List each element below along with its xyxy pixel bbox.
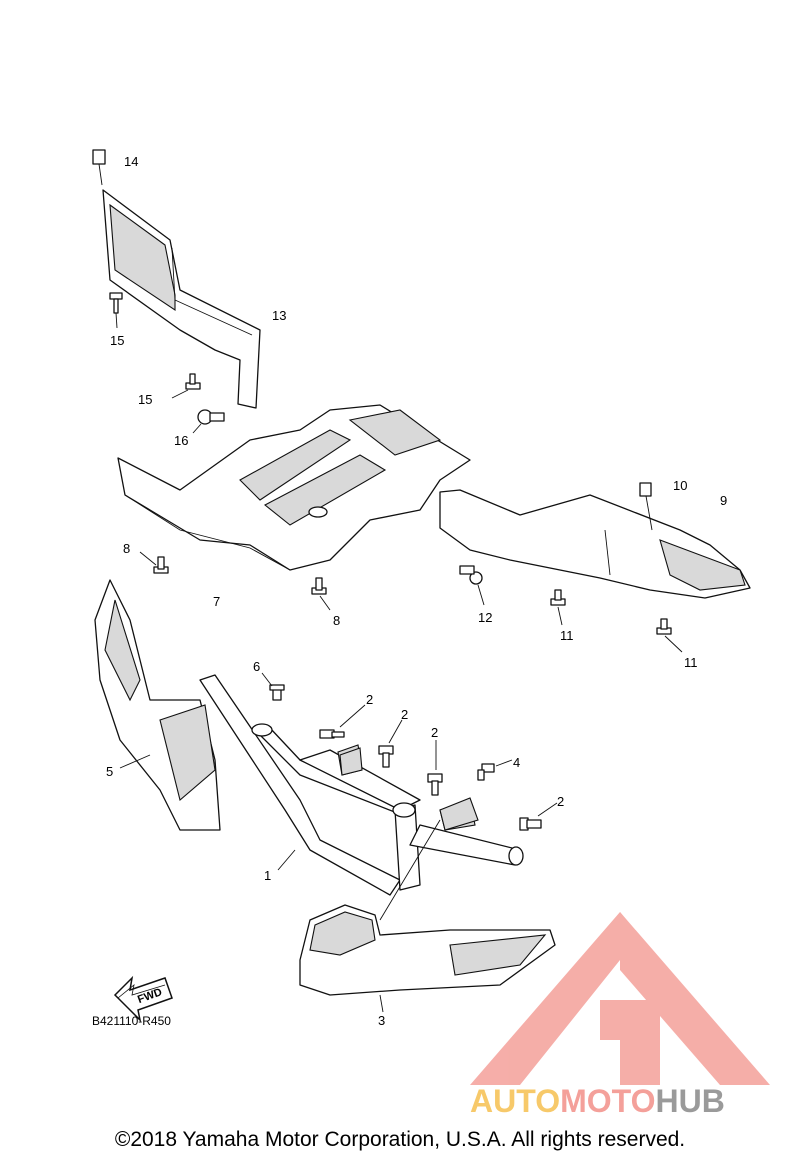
callout-2: 2 [401,707,408,722]
callout-13: 13 [272,308,286,323]
watermark-text-part-b: MOTO [560,1083,656,1119]
callout-16: 16 [174,433,188,448]
part-4-bolt [439,759,513,831]
callout-8: 8 [333,613,340,628]
part-14-clip [92,149,106,186]
watermark-text-part-c: HUB [655,1083,725,1119]
part-8-bolt-left [139,551,169,574]
part-11-bolt-right [656,618,683,653]
callout-8: 8 [123,541,130,556]
watermark-text-part-a: AUTO [470,1083,561,1119]
part-3-skid-pan [299,819,556,1013]
part-10-clip [639,482,653,531]
part-16-rivet [192,409,225,434]
part-2-bolt-c [427,740,443,796]
callout-15: 15 [138,392,152,407]
callout-12: 12 [478,610,492,625]
callout-3: 3 [378,1013,385,1028]
part-15-bolt-upper [109,292,123,329]
copyright-notice: ©2018 Yamaha Motor Corporation, U.S.A. A… [114,1128,686,1151]
callout-9: 9 [720,493,727,508]
part-2-bolt-b [378,719,403,768]
part-5-bumper-guard [94,579,221,831]
callout-1: 1 [264,868,271,883]
callout-14: 14 [124,154,138,169]
callout-2: 2 [366,692,373,707]
callout-15: 15 [110,333,124,348]
diagram-code: B421110-R450 [92,1014,171,1028]
callout-4: 4 [513,755,520,770]
callout-6: 6 [253,659,260,674]
part-7-skid-plate [117,404,471,571]
part-13-side-guard [102,189,261,409]
callout-11: 11 [560,628,574,643]
callout-10: 10 [673,478,687,493]
watermark-text: AUTOMOTOHUB [470,1083,725,1120]
callout-2: 2 [557,794,564,809]
callout-7: 7 [213,594,220,609]
callout-11: 11 [684,655,698,670]
callout-5: 5 [106,764,113,779]
part-2-bolt-a [319,704,366,776]
part-9-right-guard [439,489,751,599]
part-11-bolt-left [550,589,566,626]
part-6-bolt [261,672,285,701]
fwd-arrow-icon: FWD [113,975,173,1023]
part-2-bolt-d [519,802,558,831]
part-8-bolt-right [311,577,331,611]
watermark-logo [470,912,770,1085]
part-12-rivet [459,565,485,606]
part-15-bolt-lower [171,373,201,399]
callout-2: 2 [431,725,438,740]
